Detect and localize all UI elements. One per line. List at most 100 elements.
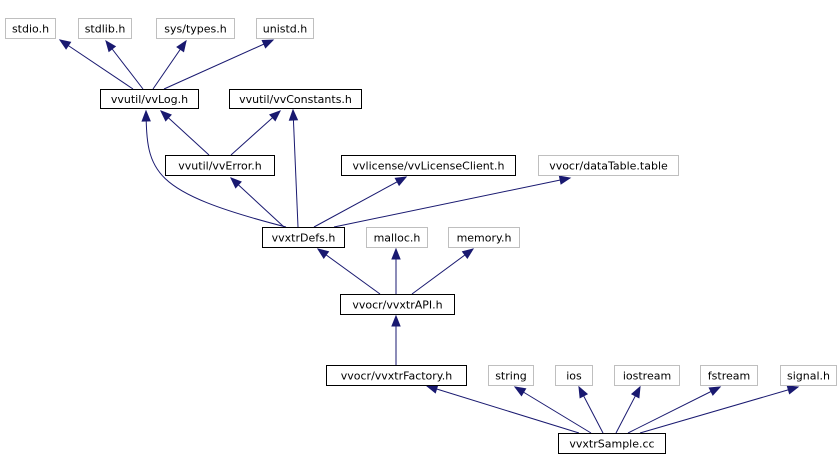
edge-vvxtrapi-to-memory [411,248,475,295]
edge-arrowhead [708,386,722,396]
node-label: memory.h [457,232,512,245]
edge-arrowhead [58,39,72,50]
edge-arrowhead [786,385,800,395]
edge-vvlog-to-stdlib [105,39,144,90]
edge-arrowhead [230,177,242,189]
edge-arrowhead [160,110,172,122]
edge-arrowhead [513,386,527,397]
node-box [341,155,516,176]
node-label: iostream [623,370,671,383]
node-unistd: unistd.h [256,18,314,39]
edge-arrowhead [288,108,299,121]
node-label: ios [566,370,582,383]
node-vvxtrapi[interactable]: vvocr/vvxtrAPI.h [340,294,455,315]
edge-arrowhead [394,176,408,187]
edge-arrowhead [141,109,151,122]
node-iostream: iostream [614,365,680,386]
node-malloc: malloc.h [366,227,428,248]
node-label: unistd.h [263,23,308,36]
edge-vvxtrapi-to-vvxtrdefs [316,248,381,295]
node-label: malloc.h [374,232,421,245]
edge-vvxtrapi-to-malloc [391,247,401,294]
node-stdlib: stdlib.h [78,18,132,39]
node-memory: memory.h [448,227,520,248]
node-box [488,365,534,386]
node-label: vvutil/vvLog.h [111,93,188,106]
edge-vvxtrfactory-to-vvxtrapi [391,314,401,365]
edge-line [514,386,592,434]
node-box [262,227,345,248]
edge-arrowhead [425,384,439,394]
node-string: string [488,365,534,386]
edge-arrowhead [578,385,589,399]
edge-line [230,110,281,156]
node-label: vvocr/vvxtrAPI.h [352,299,442,312]
node-box [340,294,455,315]
edge-arrowhead [391,314,401,327]
node-box [78,18,132,39]
edge-line [59,39,134,90]
edge-arrowhead [558,175,572,185]
node-label: vvlicense/vvLicenseClient.h [353,160,505,173]
edge-arrowhead [461,248,475,260]
edge-line [639,386,799,434]
node-label: stdlib.h [85,23,126,36]
node-box [229,89,362,109]
edge-arrowhead [630,385,641,399]
node-label: sys/types.h [164,23,226,36]
edge-line [411,248,474,295]
node-box [538,155,679,176]
edge-vvlog-to-stdio [58,39,134,90]
node-label: string [495,370,527,383]
edge-vverror-to-vvconstants [230,110,282,156]
node-vvxtrdefs[interactable]: vvxtrDefs.h [262,227,345,248]
edge-vvxtrdefs-to-vvlicense [313,176,408,228]
edge-line [426,385,580,434]
nodes-layer: stdio.h stdlib.h sys/types.h unistd.h vvutil… [5,18,837,454]
node-label: vvxtrSample.cc [569,438,654,451]
node-vvlicense[interactable]: vvlicense/vvLicenseClient.h [341,155,516,176]
node-datatable: vvocr/dataTable.table [538,155,679,176]
edge-vverror-to-vvlog [160,110,210,156]
node-vvlog[interactable]: vvutil/vvLog.h [100,89,199,109]
node-label: vvocr/dataTable.table [549,160,668,173]
node-ios: ios [555,365,593,386]
node-box [780,365,837,386]
node-systypes: sys/types.h [156,18,235,39]
edges-layer [58,39,800,434]
node-vvxtrfactory[interactable]: vvocr/vvxtrFactory.h [326,365,467,386]
node-root[interactable]: vvxtrSample.cc [558,433,666,454]
node-fstream: fstream [700,365,758,386]
edge-vvxtrdefs-to-vvconstants [288,108,299,228]
edge-root-to-string [513,386,592,434]
edge-line [313,176,407,228]
edge-arrowhead [391,247,401,260]
node-label: stdio.h [12,23,49,36]
edge-root-to-iostream [615,385,641,434]
edge-vvxtrdefs-to-vvlog [141,109,287,228]
edge-line [160,110,210,156]
node-vvconstants[interactable]: vvutil/vvConstants.h [229,89,362,109]
node-label: vvutil/vvConstants.h [239,93,352,106]
node-label: fstream [708,370,750,383]
node-box [700,365,758,386]
edge-root-to-vvxtrfactory [425,384,580,434]
node-box [448,227,520,248]
node-box [366,227,428,248]
node-signal: signal.h [780,365,837,386]
node-box [256,18,314,39]
edge-root-to-fstream [627,386,722,434]
edge-line [627,386,721,434]
edge-root-to-ios [578,385,604,434]
node-vverror[interactable]: vvutil/vvError.h [165,155,275,176]
node-box [326,365,467,386]
node-box [156,18,235,39]
edge-arrowhead [261,39,275,49]
edge-line [145,110,287,228]
edge-line [230,177,285,228]
edge-root-to-signal [639,385,800,434]
edge-vvxtrdefs-to-datatable [333,175,572,228]
edge-arrowhead [176,39,187,53]
